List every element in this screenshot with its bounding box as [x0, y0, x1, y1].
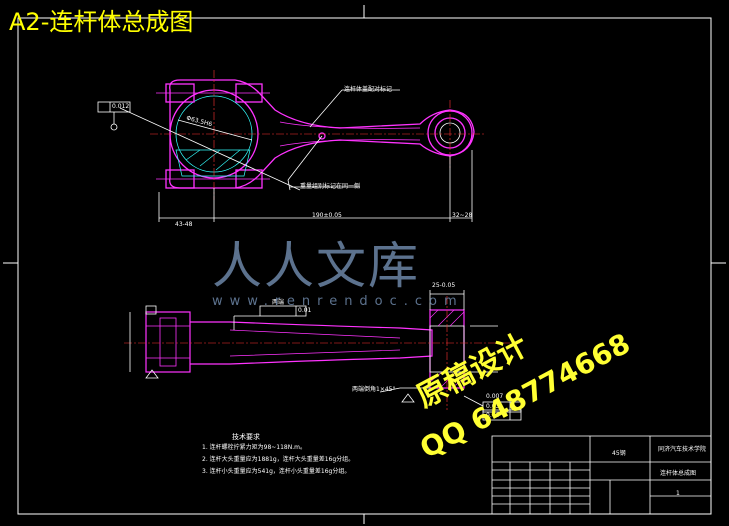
top-view [97, 70, 485, 222]
dim-left: 43-48 [175, 221, 193, 228]
title-block-sheet: 1 [676, 490, 680, 497]
tech-req-heading: 技术要求 [232, 433, 260, 441]
tol-value-4: 0.04 [486, 412, 500, 419]
tol-box-value-1: 0.01 [298, 307, 312, 314]
gdt-tolerance: 0.012 [112, 103, 130, 110]
tech-req-item-2: 2. 连杆大头重量应为1881g，连杆大头重量差16g分组。 [202, 456, 355, 463]
watermark-url: www.renrendoc.com [212, 294, 464, 309]
dim-right: 32~28 [452, 212, 473, 219]
label-both-ends: 两端 [272, 299, 285, 306]
tech-req-item-1: 1. 连杆螺栓拧紧力矩为98~118N.m。 [202, 444, 306, 451]
title-block-part-name: 连杆体总成图 [660, 470, 697, 477]
note-pairing-mark: 连杆体盖配对标记 [344, 86, 393, 93]
note-weight-group: 重量组别标记在同一侧 [300, 183, 361, 190]
dim-center: 190±0.05 [312, 212, 342, 219]
title-block-school: 同济汽车技术学院 [658, 446, 707, 453]
chamfer-note: 两端倒角1×45° [352, 386, 396, 393]
tol-value-3: 0.03 [486, 403, 500, 410]
tech-req-item-3: 3. 连杆小头重量应为541g，连杆小头重量差16g分组。 [202, 468, 351, 475]
side-view [124, 290, 522, 421]
dim-width: 25-0.05 [432, 282, 456, 289]
title-block-material: 45钢 [612, 450, 626, 457]
drawing-title: A2-连杆体总成图 [9, 8, 194, 36]
tol-value-2: 0.007 [486, 393, 504, 400]
title-block [491, 435, 712, 515]
watermark-logo-text: 人人文库 [212, 237, 420, 295]
